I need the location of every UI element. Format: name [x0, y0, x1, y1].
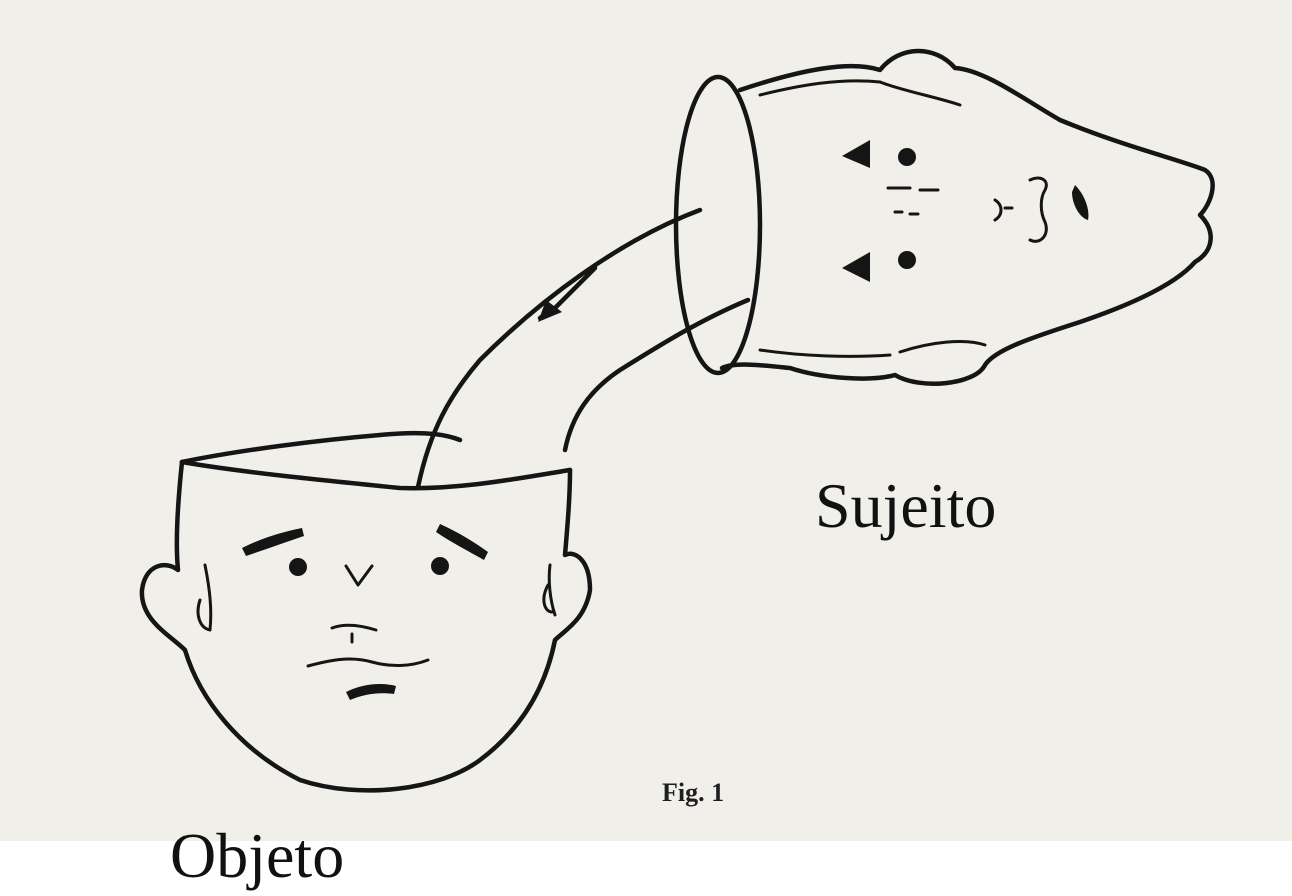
object-head-illustration [142, 433, 590, 790]
transfer-arrow-icon [418, 210, 748, 487]
figure-illustration [0, 0, 1292, 841]
subject-head-illustration [676, 51, 1213, 384]
figure-caption: Fig. 1 [662, 776, 724, 810]
subject-label: Sujeito [815, 466, 996, 546]
object-label: Objeto [170, 816, 344, 896]
